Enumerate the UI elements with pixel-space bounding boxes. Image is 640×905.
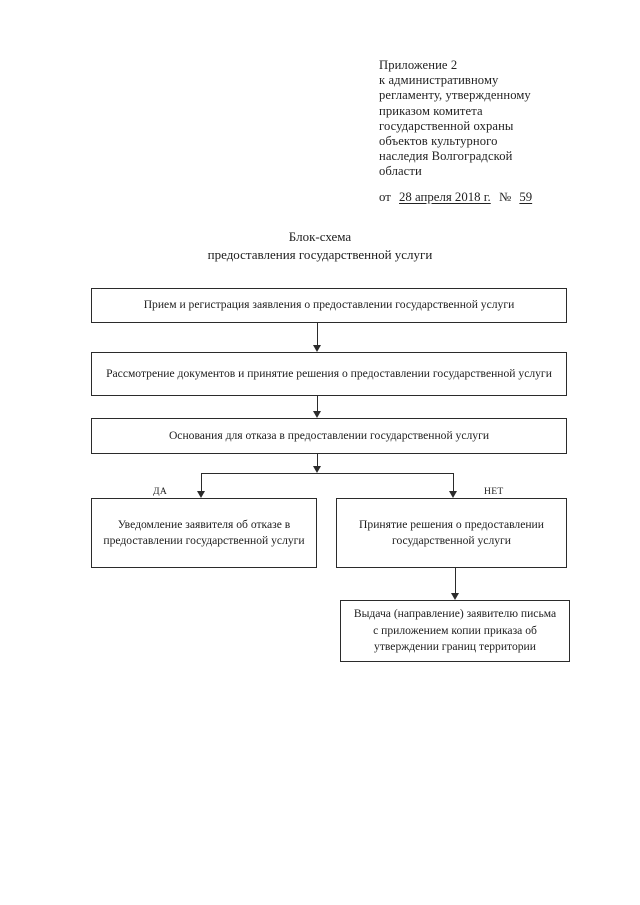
flow-node-grounds-label: Основания для отказа в предоставлении го…: [168, 428, 490, 442]
header-line-6: объектов культурного: [379, 134, 498, 149]
header-line-8: области: [379, 164, 422, 179]
branch-label-yes: ДА: [153, 486, 168, 497]
number-label: №: [498, 189, 512, 204]
connector-split-horizontal: [201, 473, 454, 474]
flow-node-issue: Выдача (направление) заявителю письма с …: [340, 600, 570, 662]
connector-intake-to-review: [317, 323, 318, 345]
page-title-line-1: Блок-схема: [288, 229, 352, 244]
document-header: Приложение 2 к административному регламе…: [379, 58, 589, 205]
date-prefix: от: [379, 189, 391, 204]
header-line-5: государственной охраны: [379, 118, 514, 133]
arrowhead-intake-to-review: [313, 345, 321, 352]
header-line-3: регламенту, утвержденному: [379, 88, 531, 103]
header-date-line: от 28 апреля 2018 г. № 59: [379, 189, 589, 205]
flow-node-review: Рассмотрение документов и принятие решен…: [91, 352, 567, 396]
connector-approval-to-issue: [455, 568, 456, 593]
header-line-2: к административному: [379, 73, 499, 88]
arrowhead-split-to-refusal: [197, 491, 205, 498]
arrowhead-review-to-grounds: [313, 411, 321, 418]
header-line-7: наследия Волгоградской: [379, 149, 513, 164]
flow-node-approval: Принятие решения о предоставлении госуда…: [336, 498, 567, 568]
page-title: Блок-схема предоставления государственно…: [0, 228, 640, 264]
flow-node-intake-label: Прием и регистрация заявления о предоста…: [143, 298, 515, 312]
header-line-4: приказом комитета: [379, 103, 483, 118]
header-line-1: Приложение 2: [379, 58, 458, 72]
arrowhead-approval-to-issue: [451, 593, 459, 600]
connector-grounds-to-split: [317, 454, 318, 466]
flow-node-issue-label: Выдача (направление) заявителю письма с …: [353, 607, 557, 654]
connector-split-to-approval: [453, 473, 454, 491]
date-value: 28 апреля 2018 г.: [399, 189, 491, 204]
arrowhead-split-to-approval: [449, 491, 457, 498]
flow-node-grounds: Основания для отказа в предоставлении го…: [91, 418, 567, 454]
connector-review-to-grounds: [317, 396, 318, 411]
flow-node-approval-label: Принятие решения о предоставлении госуда…: [359, 517, 544, 548]
connector-split-to-refusal: [201, 473, 202, 491]
flow-node-intake: Прием и регистрация заявления о предоста…: [91, 288, 567, 323]
arrowhead-grounds-to-split: [313, 466, 321, 473]
document-number: 59: [519, 189, 533, 204]
flow-node-refusal-label: Уведомление заявителя об отказе в предос…: [103, 517, 305, 548]
branch-label-no: НЕТ: [484, 486, 504, 497]
flow-node-refusal: Уведомление заявителя об отказе в предос…: [91, 498, 317, 568]
flow-node-review-label: Рассмотрение документов и принятие решен…: [106, 366, 552, 380]
page-title-line-2: предоставления государственной услуги: [207, 247, 433, 262]
